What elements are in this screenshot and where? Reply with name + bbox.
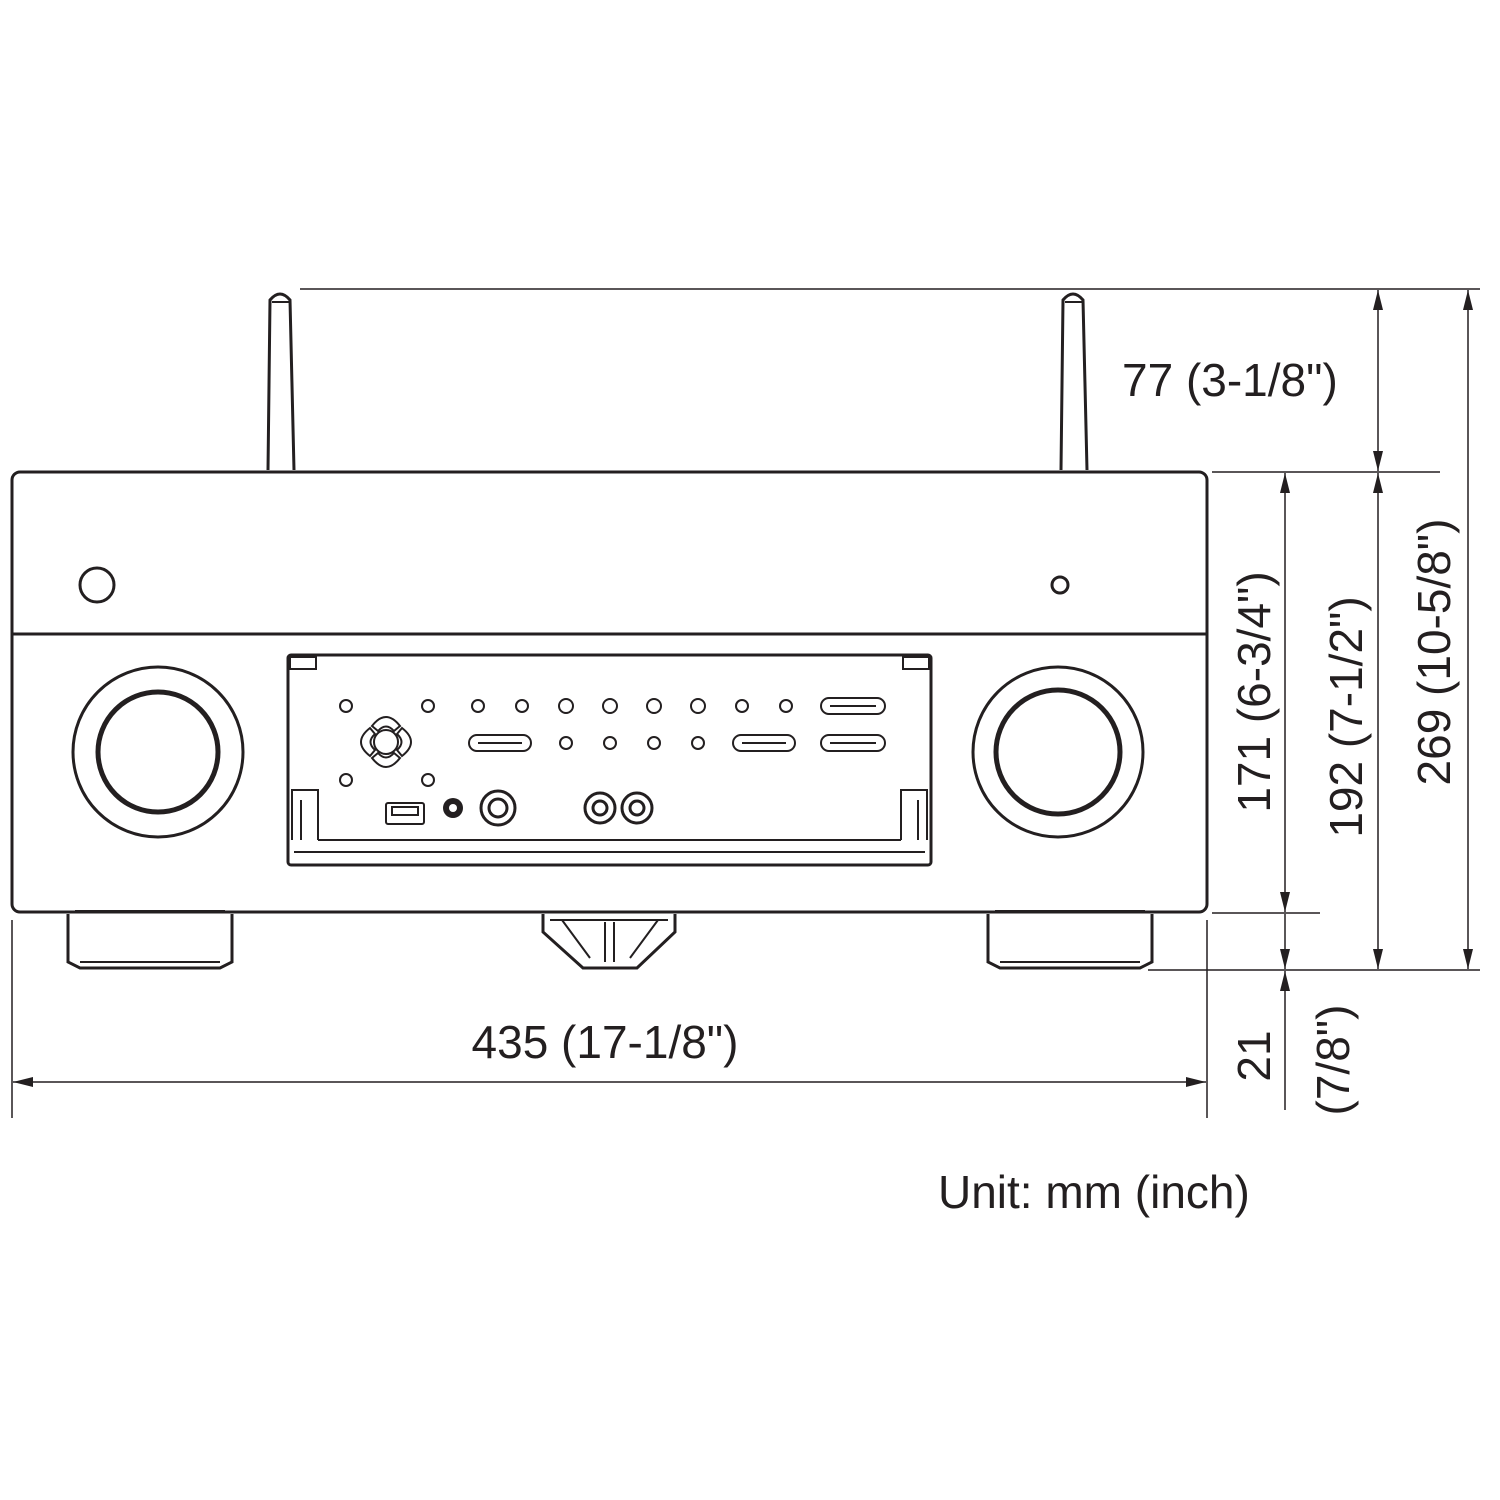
usb-port (385, 802, 425, 825)
feet-height-inch-label: (7/8") (1307, 1005, 1359, 1116)
front-jacks (385, 789, 654, 827)
volume-knob (971, 665, 1145, 839)
antenna-height-label: 77 (3-1/8") (1122, 354, 1338, 406)
input-selector-knob (71, 665, 245, 839)
foot-left (66, 910, 234, 970)
antenna-right (1059, 292, 1089, 471)
feet-height-value-label: 21 (1228, 1030, 1280, 1081)
indicator-light (1050, 575, 1070, 595)
foot-center (541, 914, 677, 970)
body-height-label: 171 (6-3/4") (1228, 571, 1280, 812)
dimension-lines (11, 288, 1480, 1118)
aux-jack-right (620, 791, 654, 825)
width-label: 435 (17-1/8") (472, 1016, 739, 1068)
front-buttons (468, 697, 886, 752)
total-height-label: 269 (10-5/8") (1408, 519, 1460, 786)
aux-jack-left (583, 791, 617, 825)
headphone-jack (479, 789, 517, 827)
antenna-left (266, 292, 296, 471)
power-button (78, 566, 116, 604)
receiver-body (10, 470, 1209, 914)
height-with-feet-label: 192 (7-1/2") (1320, 596, 1372, 837)
unit-note: Unit: mm (inch) (938, 1166, 1250, 1218)
foot-right (986, 910, 1154, 970)
front-panel-door (286, 653, 933, 867)
cursor-pad (339, 699, 435, 787)
